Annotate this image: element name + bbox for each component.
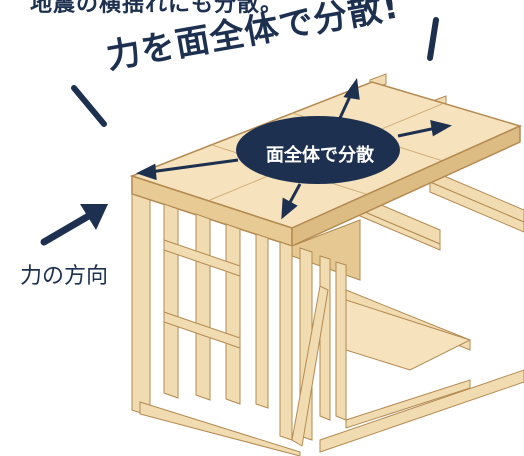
- side-beam: [291, 124, 521, 248]
- force-direction-label: 力の方向: [20, 264, 109, 289]
- right-emphasis-slash: [427, 17, 439, 61]
- left-emphasis-slash: [71, 85, 107, 127]
- lower-floor: [345, 299, 472, 371]
- dispersion-oval: [236, 116, 400, 184]
- dispersion-arrows: [136, 78, 452, 220]
- force-direction-arrow-icon: [40, 204, 108, 246]
- oval-label: 面全体で分散: [266, 145, 374, 166]
- lower-sill: [319, 369, 524, 453]
- top-caption: 地震の横揺れにも分散。: [30, 0, 284, 17]
